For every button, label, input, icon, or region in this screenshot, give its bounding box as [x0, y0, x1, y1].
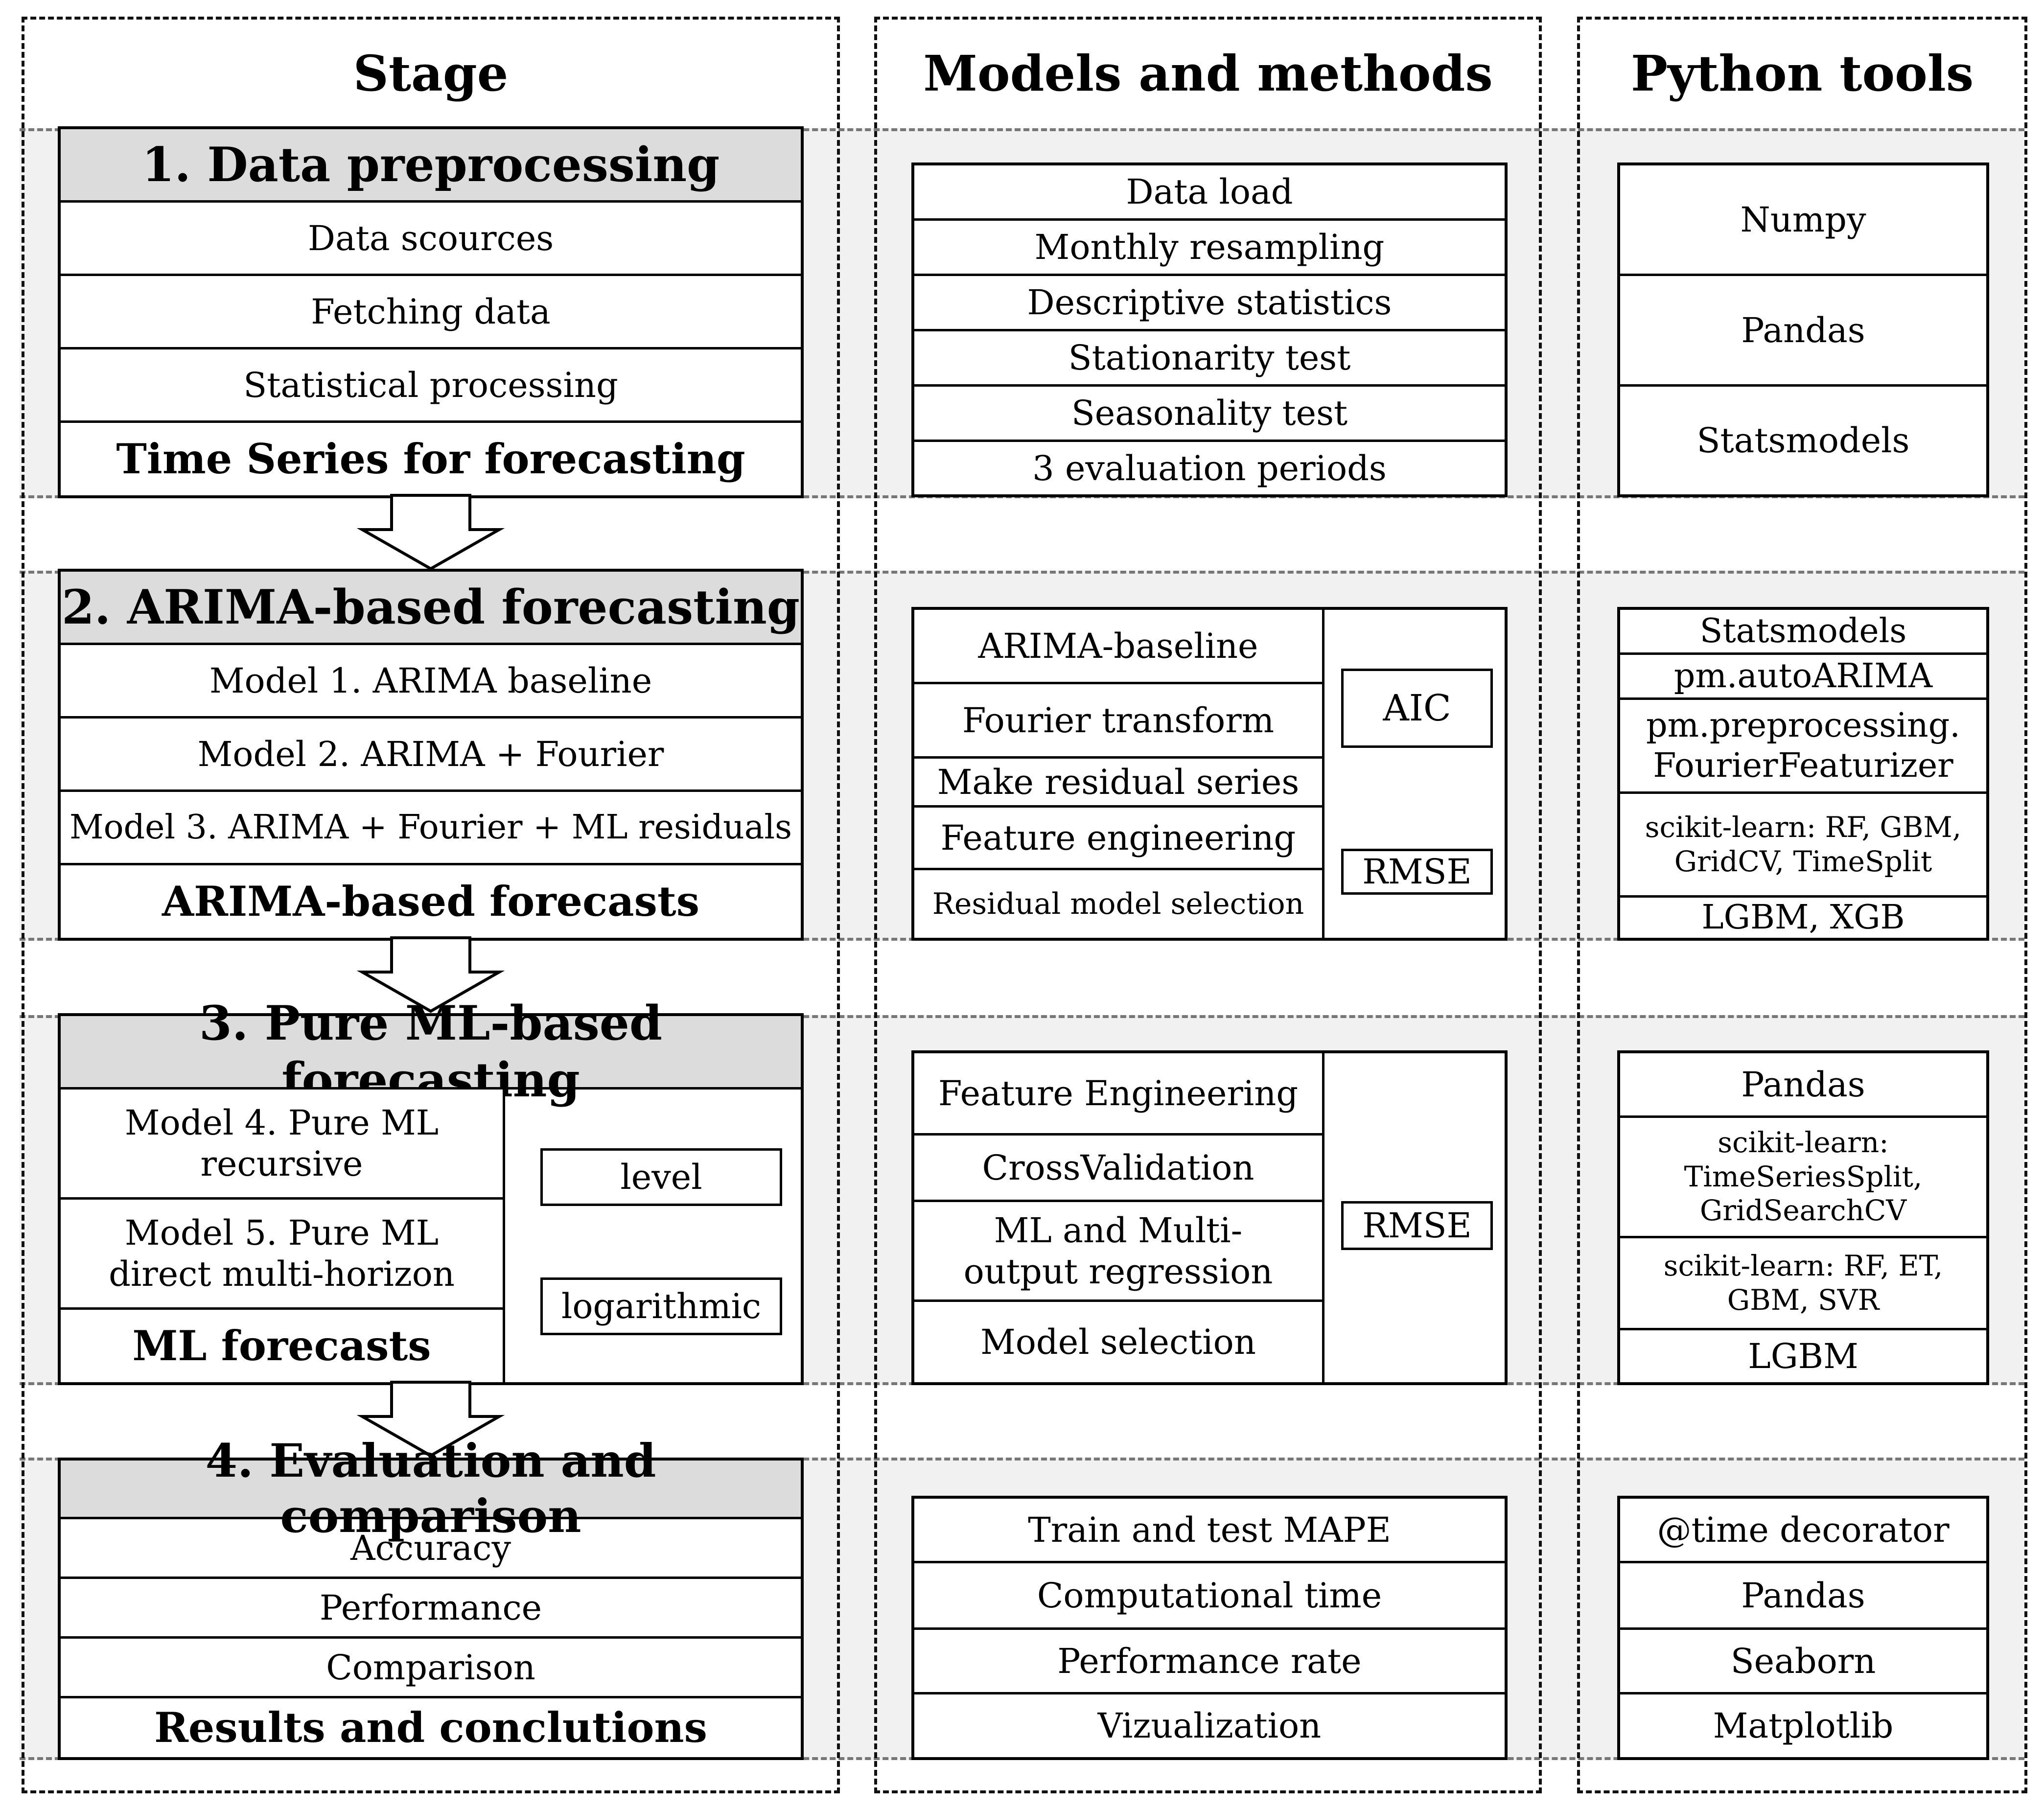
- methods-1-item: Monthly resampling: [914, 221, 1505, 276]
- tools-2-item: scikit-learn: RF, GBM, GridCV, TimeSplit: [1620, 794, 1986, 898]
- tools-4-item: Matplotlib: [1620, 1694, 1986, 1757]
- arrow-down-icon: [356, 936, 505, 1013]
- header-models: Models and methods: [923, 45, 1493, 102]
- tools-3-box: Pandas scikit-learn: TimeSeriesSplit, Gr…: [1617, 1050, 1989, 1385]
- methods-1-box: Data load Monthly resampling Descriptive…: [911, 162, 1508, 497]
- tools-1-item: Statsmodels: [1620, 387, 1986, 494]
- tools-2-item: LGBM, XGB: [1620, 898, 1986, 938]
- stage-2-item: Model 2. ARIMA + Fourier: [61, 719, 801, 792]
- stage-4-box: 4. Evaluation and comparison Accuracy Pe…: [58, 1434, 804, 1760]
- tools-2-item: Statsmodels: [1620, 610, 1986, 655]
- stage-4-result: Results and conclutions: [61, 1698, 801, 1757]
- tools-3-item: Pandas: [1620, 1053, 1986, 1118]
- header-tools: Python tools: [1630, 45, 1974, 102]
- methods-4-item: Train and test MAPE: [914, 1499, 1505, 1563]
- tools-4-item: Seaborn: [1620, 1630, 1986, 1694]
- methods-2-list: ARIMA-baseline Fourier transform Make re…: [914, 610, 1324, 938]
- stage-4-title: 4. Evaluation and comparison: [61, 1434, 801, 1543]
- methods-2-item: ARIMA-baseline: [914, 610, 1322, 684]
- tools-2-box: Statsmodels pm.autoARIMA pm.preprocessin…: [1617, 607, 1989, 941]
- tools-2-item: pm.preprocessing. FourierFeaturizer: [1620, 700, 1986, 794]
- methods-2-item: Fourier transform: [914, 684, 1322, 759]
- tools-1-item: Numpy: [1620, 165, 1986, 276]
- methods-3-box: Feature Engineering CrossValidation ML a…: [911, 1050, 1508, 1385]
- methods-1-item: Seasonality test: [914, 387, 1505, 442]
- stage-2-title: 2. ARIMA-based forecasting: [61, 572, 801, 645]
- methods-1-item: Descriptive statistics: [914, 276, 1505, 331]
- stage-3-item: Model 4. Pure ML recursive: [61, 1090, 503, 1200]
- methods-1-item: Data load: [914, 165, 1505, 221]
- methods-3-item: Feature Engineering: [914, 1053, 1322, 1136]
- stage-3-item: Model 5. Pure ML direct multi-horizon: [61, 1200, 503, 1310]
- methods-3-list: Feature Engineering CrossValidation ML a…: [914, 1053, 1324, 1382]
- tools-2-item: pm.autoARIMA: [1620, 655, 1986, 700]
- stage-2-result: ARIMA-based forecasts: [61, 865, 801, 938]
- methods-3-item: Model selection: [914, 1302, 1322, 1382]
- metric-rmse: RMSE: [1341, 849, 1493, 895]
- stage-4-item: Performance: [61, 1579, 801, 1639]
- methods-1-item: 3 evaluation periods: [914, 442, 1505, 494]
- methods-2-item: Feature engineering: [914, 808, 1322, 870]
- stage-3-box: 3. Pure ML-based forecasting Model 4. Pu…: [58, 996, 804, 1385]
- tools-1-item: Pandas: [1620, 276, 1986, 387]
- header-stage: Stage: [353, 45, 509, 102]
- stage-2-item: Model 1. ARIMA baseline: [61, 645, 801, 719]
- methods-2-item: Make residual series: [914, 759, 1322, 808]
- tools-4-item: @time decorator: [1620, 1499, 1986, 1563]
- stage-3-title: 3. Pure ML-based forecasting: [61, 996, 801, 1108]
- stage-4-item: Comparison: [61, 1639, 801, 1698]
- stage-4-item: Accuracy: [61, 1519, 801, 1579]
- metric-rmse: RMSE: [1341, 1201, 1493, 1250]
- scale-logarithmic: logarithmic: [540, 1277, 782, 1335]
- stage-1-result: Time Series for forecasting: [61, 423, 801, 495]
- stage-1-item: Statistical processing: [61, 349, 801, 423]
- methods-2-item: Residual model selection: [914, 870, 1322, 938]
- stage-2-box: 2. ARIMA-based forecasting Model 1. ARIM…: [58, 569, 804, 941]
- tools-1-box: Numpy Pandas Statsmodels: [1617, 162, 1989, 497]
- tools-3-item: LGBM: [1620, 1330, 1986, 1382]
- stage-1-item: Fetching data: [61, 276, 801, 349]
- methods-4-box: Train and test MAPE Computational time P…: [911, 1496, 1508, 1760]
- tools-3-item: scikit-learn: RF, ET, GBM, SVR: [1620, 1238, 1986, 1330]
- column-stage-frame: [22, 17, 840, 1793]
- methods-1-item: Stationarity test: [914, 331, 1505, 387]
- methods-4-item: Computational time: [914, 1563, 1505, 1630]
- stage-3-models: Model 4. Pure ML recursive Model 5. Pure…: [61, 1090, 505, 1382]
- tools-4-box: @time decorator Pandas Seaborn Matplotli…: [1617, 1496, 1989, 1760]
- stage-1-box: 1. Data preprocessing Data scources Fetc…: [58, 126, 804, 498]
- metric-aic: AIC: [1341, 669, 1493, 748]
- methods-4-item: Vizualization: [914, 1694, 1505, 1757]
- arrow-down-icon: [356, 494, 505, 571]
- stage-2-item: Model 3. ARIMA + Fourier + ML residuals: [61, 792, 801, 865]
- column-tools-frame: [1577, 17, 2027, 1793]
- column-models-frame: [874, 17, 1542, 1793]
- scale-level: level: [540, 1148, 782, 1206]
- stage-1-title: 1. Data preprocessing: [61, 129, 801, 203]
- stage-1-item: Data scources: [61, 203, 801, 276]
- tools-4-item: Pandas: [1620, 1563, 1986, 1630]
- methods-2-box: ARIMA-baseline Fourier transform Make re…: [911, 607, 1508, 941]
- methods-4-item: Performance rate: [914, 1630, 1505, 1694]
- tools-3-item: scikit-learn: TimeSeriesSplit, GridSearc…: [1620, 1118, 1986, 1238]
- stage-3-result: ML forecasts: [61, 1310, 503, 1382]
- methods-3-item: ML and Multi-output regression: [914, 1202, 1322, 1302]
- arrow-down-icon: [356, 1381, 505, 1458]
- methods-3-item: CrossValidation: [914, 1136, 1322, 1202]
